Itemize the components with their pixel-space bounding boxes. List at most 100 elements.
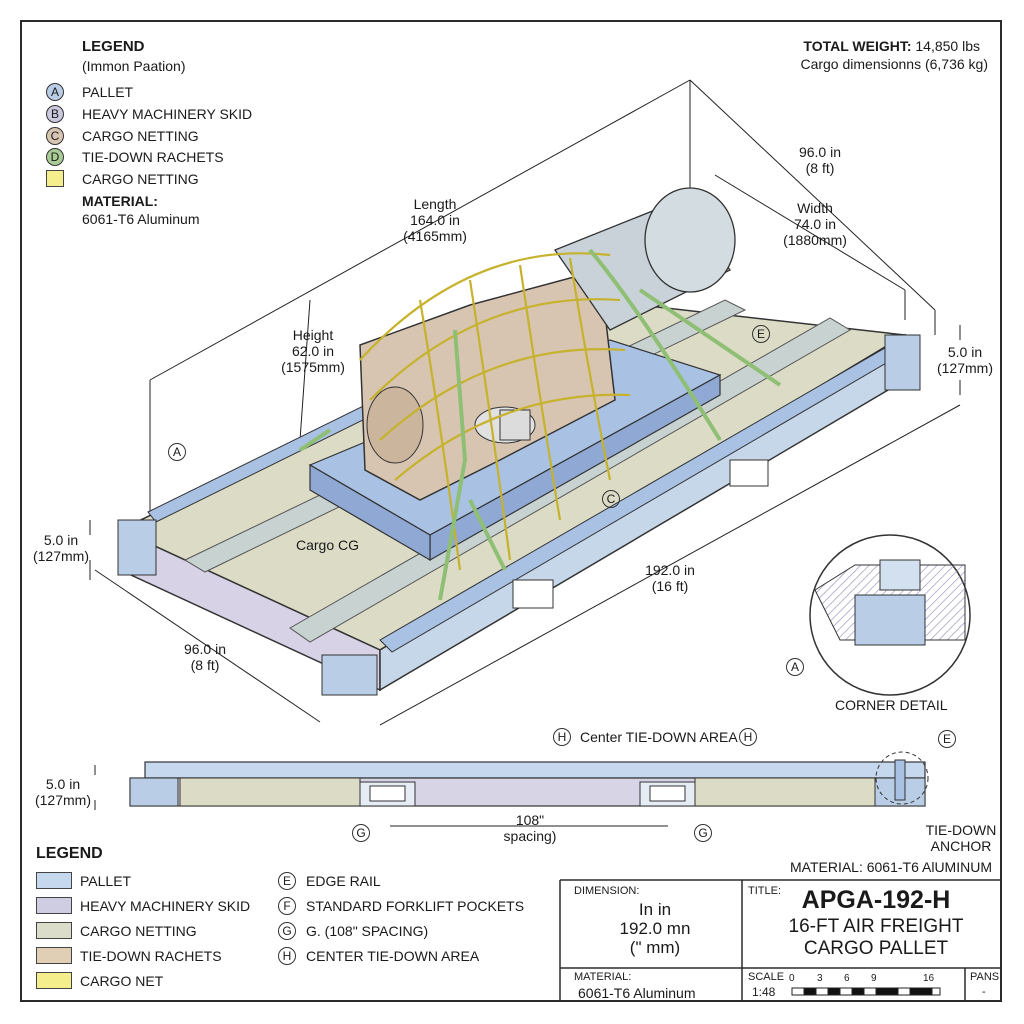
callout-g-left: G [352,824,370,842]
dim-top-width-in: 96.0 in [798,144,842,160]
tie-down-anchor-label-1: TIE-DOWN [925,822,997,838]
legend-bottom-swatch [36,872,72,889]
legend-item-label: CARGO NETTING [82,171,199,187]
legend-bottom-swatch [36,972,72,989]
dim-left-thk-in: 5.0 in [43,532,79,548]
total-weight: TOTAL WEIGHT: 14,850 lbs [760,38,980,54]
legend-top-subtitle: (Immon Paation) [82,58,186,74]
callout-h-left: H [553,728,571,746]
dim-width-label: Width [797,200,833,216]
title-block-frame [559,879,1002,1002]
legend-bottom-label: CARGO NET [80,973,164,989]
legend-key-f: F [278,897,296,915]
legend-bottom-label: PALLET [80,873,132,889]
legend-keyed-label: G. (108" SPACING) [306,923,429,939]
corner-detail [809,534,971,696]
tb-material-value: 6061-T6 Aluminum [578,985,696,1001]
dim-spacing-in: 108" [515,812,545,828]
center-tie-down-area-label: Center TIE-DOWN AREA [580,729,738,745]
legend-bottom-swatch [36,897,72,914]
tb-title-line-2: CARGO PALLET [803,938,949,959]
legend-top-title: LEGEND [82,38,145,55]
legend-keyed-label: STANDARD FORKLIFT POCKETS [306,898,525,914]
dim-spacing-label: spacing) [503,828,557,844]
total-weight-label: TOTAL WEIGHT: [803,38,912,54]
dim-height-mm: (1575mm) [281,359,345,375]
scale-tick-label: 3 [817,973,823,984]
legend-bottom-label: HEAVY MACHINERY SKID [80,898,251,914]
legend-keyed-label: EDGE RAIL [306,873,381,889]
dim-length-mm: (4165mm) [403,228,467,244]
legend-item-label: CARGO NETTING [82,128,199,144]
dim-right-thk-in: 5.0 in [947,344,983,360]
legend-key-e: E [278,872,296,890]
legend-swatch-yellow [46,170,64,187]
side-elevation [129,751,929,807]
legend-bottom-label: CARGO NETTING [80,923,197,939]
sheet-border [20,20,1002,1002]
dim-side-thk-mm: (127mm) [34,792,91,808]
callout-h-right: H [739,728,757,746]
material-side-label: MATERIAL: 6061-T6 AlUMINUM [789,859,992,875]
legend-key-g: G [278,922,296,940]
tb-part-number: APGA-192-H [801,886,951,914]
tie-down-straps [298,248,782,601]
legend-material-label: MATERIAL: [82,193,158,209]
tb-pans-label: PANS [970,971,1000,983]
tb-dimension-line-1: In in [638,900,672,919]
dim-bottom-width-in: 96.0 in [183,641,227,657]
callout-a: A [168,443,186,461]
scale-tick-label: 0 [789,973,795,984]
dim-pallet-length-ft: (16 ft) [651,578,689,594]
callout-c: C [602,490,620,508]
total-weight-value: 14,850 lbs [915,38,980,54]
callout-g-right: G [694,824,712,842]
scale-tick-label: 16 [923,973,935,984]
cargo-cg-label: Cargo CG [296,537,360,553]
tb-scale-label: SCALE [748,971,785,983]
tb-dimension-line-3: (" mm) [629,938,681,957]
tb-title-line-1: 16-FT AIR FREIGHT [788,916,964,937]
callout-e: E [752,325,770,343]
legend-item-label: HEAVY MACHINERY SKID [82,106,253,122]
legend-bottom-label: TIE-DOWN RACHETS [80,948,222,964]
legend-key-d: D [46,148,64,166]
dim-length-in: 164.0 in [410,212,460,228]
legend-bottom-title: LEGEND [36,845,103,862]
cargo-net [359,252,631,571]
callout-e-side: E [938,730,956,748]
dim-left-thk-mm: (127mm) [32,548,89,564]
scale-tick-label: 6 [844,973,850,984]
dim-bottom-width-ft: (8 ft) [190,657,220,673]
legend-item-label: TIE-DOWN RACHETS [82,149,224,165]
tb-scale-value: 1:48 [752,985,776,999]
legend-item-label: PALLET [82,84,134,100]
legend-key-b: B [46,105,64,123]
legend-keyed-label: CENTER TIE-DOWN AREA [306,948,480,964]
legend-key-h: H [278,947,296,965]
legend-key-c: C [46,127,64,145]
tb-material-label: MATERIAL: [574,971,632,983]
cargo-dimensions: Cargo dimensionns (6,736 kg) [800,56,988,72]
scale-tick-label: 9 [871,973,877,984]
legend-key-a: A [46,83,64,101]
dim-right-thk-mm: (127mm) [936,360,993,376]
tb-pans-value: - [982,986,986,998]
tie-down-anchor-label-2: ANCHOR [930,838,992,854]
callout-a-detail: A [786,658,804,676]
legend-bottom-swatch [36,922,72,939]
scale-bar [791,987,941,996]
corner-detail-label: CORNER DETAIL [835,697,948,713]
dim-width-mm: (1880mm) [783,232,847,248]
dim-height-label: Height [292,327,334,343]
tb-dimension-line-2: 192.0 mn [619,919,691,938]
tb-title-label: TITLE: [748,885,782,897]
dim-height-in: 62.0 in [291,343,335,359]
dim-width-in: 74.0 in [793,216,837,232]
dim-top-width-ft: (8 ft) [805,160,835,176]
legend-bottom-swatch [36,947,72,964]
legend-material-value: 6061-T6 Aluminum [82,211,200,227]
dim-pallet-length-in: 192.0 in [645,562,695,578]
